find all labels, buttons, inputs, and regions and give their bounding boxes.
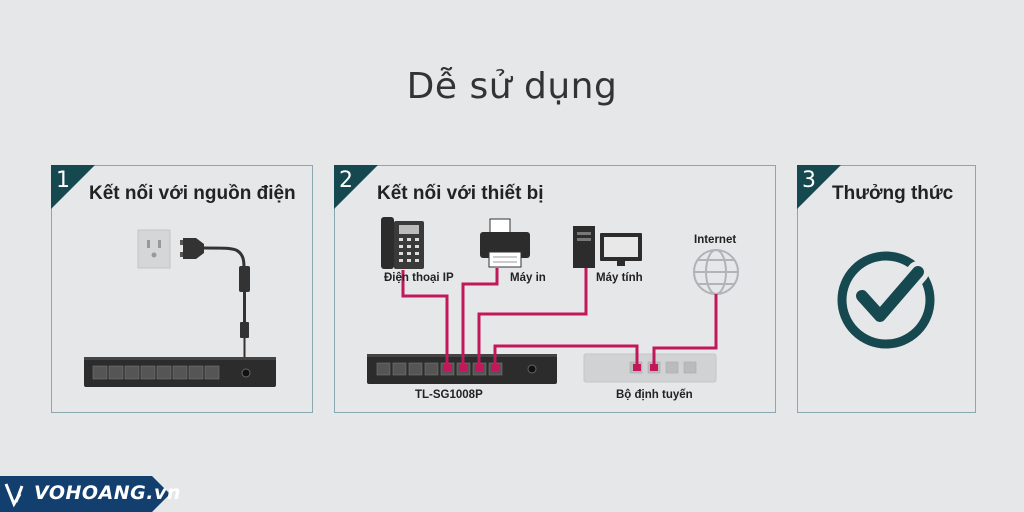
step-3-title: Thưởng thức (832, 183, 954, 204)
cable-connectors (443, 364, 658, 371)
label-computer: Máy tính (596, 272, 643, 284)
switch-device-icon (84, 357, 276, 387)
step-2-number: 2 (339, 168, 353, 193)
printer-icon (480, 218, 530, 268)
label-internet: Internet (694, 234, 737, 246)
step-1-panel: 1 Kết nối với nguồn điện (51, 165, 313, 413)
computer-icon (573, 226, 642, 268)
step-1-corner (51, 165, 95, 209)
step-3-panel: 3 Thưởng thức (797, 165, 976, 413)
brand-logo-text[interactable]: VOHOANG.vn (34, 482, 181, 504)
step-1-title: Kết nối với nguồn điện (89, 183, 296, 204)
checkmark-icon (837, 251, 935, 349)
label-switch: TL-SG1008P (415, 389, 483, 401)
step-3-number: 3 (802, 168, 816, 193)
label-router: Bộ định tuyến (616, 389, 693, 401)
step-1-number: 1 (56, 168, 70, 193)
step-3-corner (797, 165, 841, 209)
step-2-panel: 2 Kết nối với thiết bị (334, 165, 776, 413)
label-ip-phone: Điện thoại IP (384, 272, 454, 284)
globe-icon (693, 249, 739, 295)
network-cables (401, 268, 718, 367)
step-2-corner (334, 165, 378, 209)
page-title: Dễ sử dụng (406, 66, 618, 107)
ip-phone-icon (381, 217, 424, 269)
label-printer: Máy in (510, 272, 546, 284)
power-outlet-icon (137, 229, 171, 269)
power-plug-icon (180, 238, 250, 358)
brand-ribbon (0, 476, 170, 512)
step-2-title: Kết nối với thiết bị (377, 183, 544, 204)
